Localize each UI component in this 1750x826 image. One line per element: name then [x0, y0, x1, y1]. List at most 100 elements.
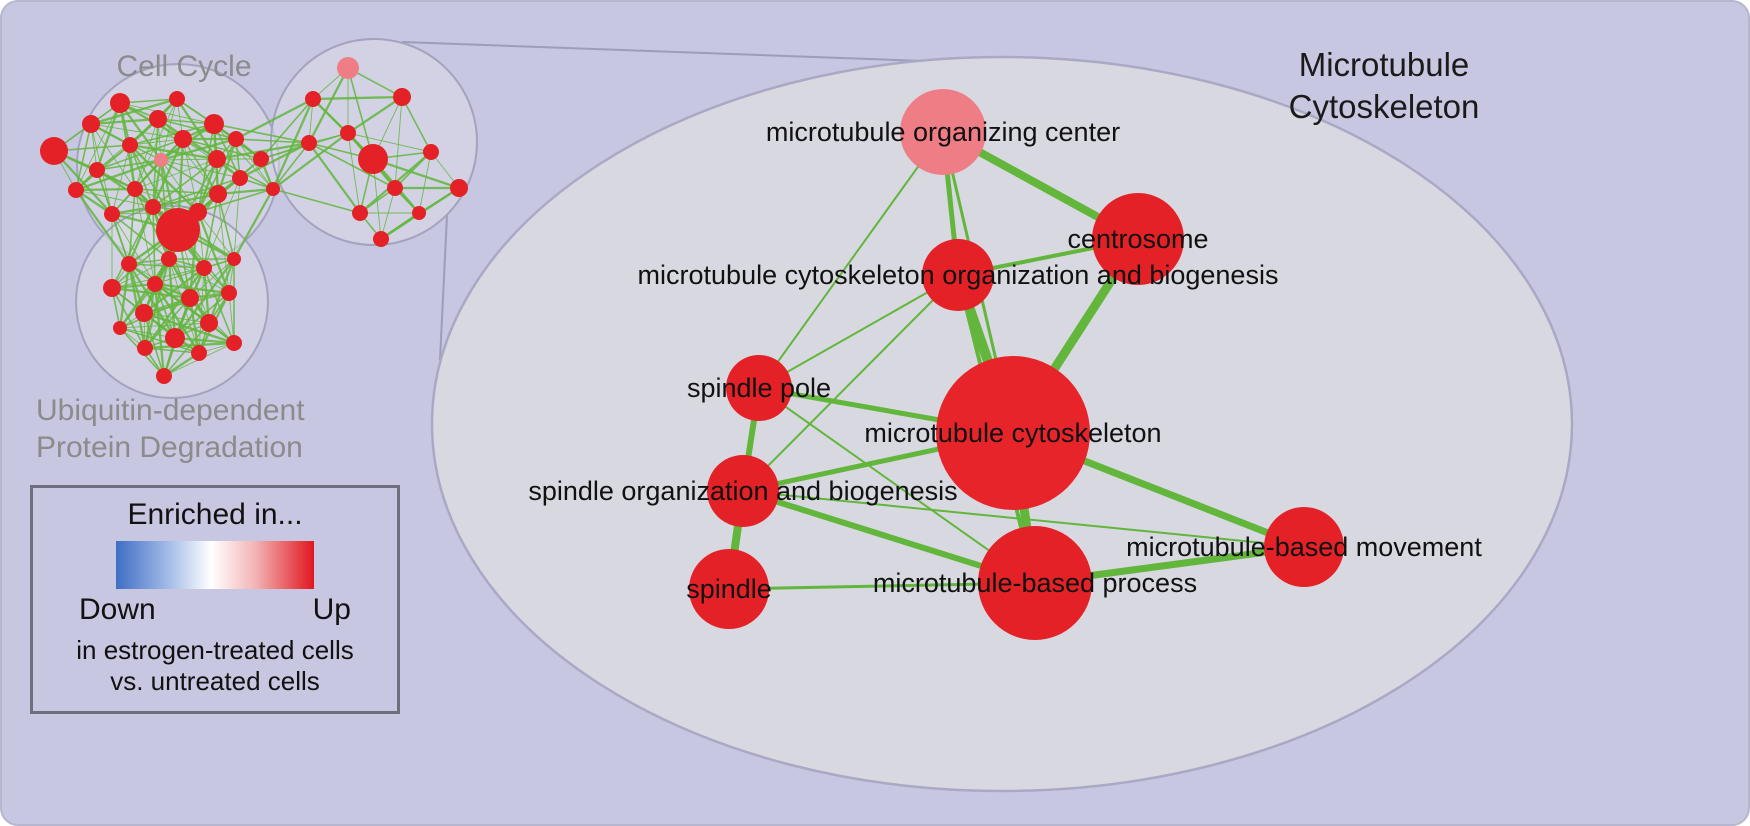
- minimap-node[interactable]: [228, 131, 244, 147]
- node-sob[interactable]: [707, 455, 779, 527]
- minimap-edge: [213, 123, 310, 144]
- minimap-edge: [111, 213, 170, 260]
- minimap-node[interactable]: [110, 93, 130, 113]
- minimap-edge: [307, 67, 350, 144]
- minimap-edge: [347, 96, 403, 134]
- node-mbm[interactable]: [1264, 507, 1344, 587]
- minimap-node[interactable]: [165, 328, 185, 348]
- minimap-edge: [216, 141, 310, 161]
- node-label-spindle: spindle: [686, 574, 772, 604]
- minimap-node[interactable]: [161, 251, 177, 267]
- minimap-node[interactable]: [89, 162, 105, 178]
- minimap-node[interactable]: [122, 137, 138, 153]
- node-mcob[interactable]: [922, 239, 994, 311]
- minimap-edge: [182, 138, 199, 213]
- minimap-edge: [75, 123, 92, 191]
- minimap-node[interactable]: [393, 88, 411, 106]
- minimap-node[interactable]: [174, 130, 192, 148]
- minimap-edge: [174, 292, 230, 339]
- minimap-node[interactable]: [68, 182, 84, 198]
- minimap-node[interactable]: [226, 335, 242, 351]
- minimap-edge: [197, 138, 237, 213]
- minimap-node[interactable]: [113, 321, 127, 335]
- minimap-edge: [119, 322, 210, 329]
- minimap-edge: [308, 142, 361, 214]
- minimap-node[interactable]: [121, 256, 137, 272]
- minimap-node[interactable]: [156, 208, 200, 252]
- minimap-edge: [228, 292, 235, 344]
- minimap-edge: [160, 98, 178, 161]
- minimap-node[interactable]: [305, 91, 321, 107]
- minimap-node[interactable]: [352, 205, 368, 221]
- minimap-node[interactable]: [340, 125, 356, 141]
- minimap-edge: [235, 138, 310, 144]
- minimap-node[interactable]: [412, 206, 426, 220]
- minimap-node[interactable]: [358, 144, 388, 174]
- minimap-node[interactable]: [104, 206, 120, 222]
- minimap-edge: [197, 188, 274, 213]
- minimap-node[interactable]: [208, 150, 226, 168]
- minimap-node[interactable]: [145, 199, 161, 215]
- minimap-node[interactable]: [169, 91, 185, 107]
- minimap-node[interactable]: [137, 340, 153, 356]
- minimap-node[interactable]: [450, 179, 468, 197]
- node-moc[interactable]: [900, 89, 986, 175]
- minimap-node[interactable]: [154, 153, 168, 167]
- minimap-node[interactable]: [196, 260, 212, 276]
- minimap-edge: [174, 258, 235, 339]
- minimap-edge: [347, 132, 432, 153]
- minimap-edge: [235, 97, 314, 141]
- minimap-edge: [160, 159, 241, 179]
- minimap-node[interactable]: [200, 314, 218, 332]
- minimap-node[interactable]: [156, 368, 172, 384]
- minimap-edge: [213, 123, 274, 190]
- minimap-node[interactable]: [373, 231, 389, 247]
- minimap-edge: [75, 158, 162, 192]
- minimap-node[interactable]: [135, 304, 153, 322]
- minimap-node[interactable]: [232, 170, 248, 186]
- minimap-edge: [118, 263, 131, 329]
- minimap-node[interactable]: [181, 289, 199, 307]
- minimap-edge: [134, 118, 159, 190]
- minimap-edge: [272, 142, 310, 190]
- minimap-node[interactable]: [191, 345, 207, 361]
- minimap-node[interactable]: [147, 276, 163, 292]
- edge-mcob-sob: [742, 274, 959, 492]
- node-mbp[interactable]: [978, 526, 1092, 640]
- minimap-edge: [272, 132, 349, 190]
- minimap-edge: [233, 177, 241, 260]
- minimap-node[interactable]: [40, 137, 68, 165]
- node-spindle[interactable]: [689, 549, 769, 629]
- minimap-node[interactable]: [387, 180, 403, 196]
- minimap-node[interactable]: [337, 57, 359, 79]
- minimap-node[interactable]: [221, 285, 237, 301]
- minimap-edge: [372, 157, 460, 190]
- minimap-node[interactable]: [127, 181, 143, 197]
- minimap-edge: [401, 96, 432, 153]
- legend-subtitle-line1: in estrogen-treated cells: [76, 635, 354, 665]
- node-spindle_pole[interactable]: [726, 355, 792, 421]
- node-label-moc: microtubule organizing center: [766, 117, 1120, 147]
- minimap-edge: [196, 211, 231, 294]
- minimap-node[interactable]: [103, 279, 121, 297]
- node-centrosome[interactable]: [1092, 193, 1184, 285]
- minimap-node[interactable]: [301, 135, 317, 151]
- minimap-node[interactable]: [149, 110, 167, 128]
- main-title-line2: Cytoskeleton: [1288, 88, 1480, 125]
- node-label-mcob: microtubule cytoskeleton organization an…: [638, 260, 1279, 290]
- minimap-node[interactable]: [227, 252, 241, 266]
- minimap-node[interactable]: [82, 115, 100, 133]
- edge-moc-spindle_pole: [758, 131, 944, 389]
- node-mc[interactable]: [936, 356, 1090, 510]
- minimap-node[interactable]: [423, 144, 439, 160]
- minimap-edge: [308, 142, 396, 189]
- minimap-edge: [119, 102, 215, 125]
- legend-box: Enriched in... Down Up in estrogen-treat…: [30, 485, 400, 714]
- minimap-node[interactable]: [266, 182, 280, 196]
- minimap-node[interactable]: [253, 151, 269, 167]
- minimap-node[interactable]: [204, 114, 224, 134]
- minimap-edge: [176, 98, 218, 160]
- minimap-edge: [217, 187, 274, 196]
- minimap-node[interactable]: [209, 185, 227, 203]
